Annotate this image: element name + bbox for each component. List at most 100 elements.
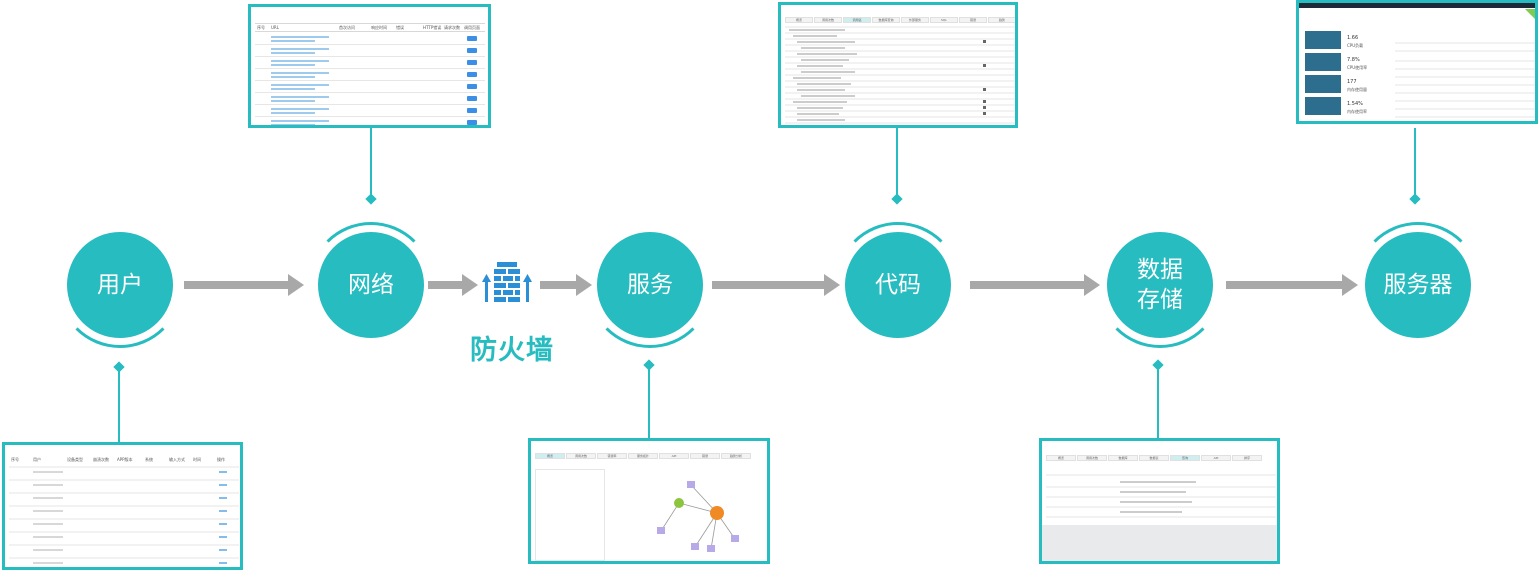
service-tab-0: 概览 <box>535 453 565 459</box>
service-connector-line <box>648 366 650 438</box>
code-tab-7: 趋势 <box>988 17 1015 23</box>
service-tab-5: 错误 <box>690 453 720 459</box>
network-col-1: URL <box>271 25 279 30</box>
network-col-6: 请求次数 <box>444 25 460 30</box>
code-tab-2: 调用链 <box>843 17 871 23</box>
node-service: 服务 <box>597 232 703 338</box>
storage-tab-5: API <box>1201 455 1231 461</box>
network-row-button <box>467 96 477 101</box>
network-col-5: HTTP错误 <box>423 25 442 30</box>
storage-tab-2: 数据库 <box>1108 455 1138 461</box>
service-tab-6: 趋势分析 <box>721 453 751 459</box>
network-col-2: 首次访问 <box>339 25 355 30</box>
code-tab-1: 调用次数 <box>814 17 842 23</box>
user-connector-line <box>118 368 120 442</box>
user-col-1: 用户 <box>33 457 41 462</box>
node-user: 用户 <box>67 232 173 338</box>
storage-tab-4: 查询 <box>1170 455 1200 461</box>
storage-screenshot: 概览 调用次数 数据库 数据表 查询 API 排序 <box>1039 438 1280 564</box>
service-detail-panel <box>535 469 605 561</box>
user-col-8: 操作 <box>217 457 225 462</box>
server-chart-1 <box>1305 53 1341 71</box>
server-metric-label-0: CPU负载 <box>1347 43 1364 48</box>
server-metric-value-3: 1.54% <box>1347 101 1363 107</box>
server-metric-value-0: 1.66 <box>1347 35 1359 41</box>
server-header-bar <box>1299 3 1535 8</box>
network-link-lines <box>271 36 329 125</box>
user-col-5: 系统 <box>145 457 153 462</box>
service-arc <box>587 222 713 348</box>
code-tab-3: 数据库查询 <box>872 17 900 23</box>
server-connector-diamond <box>1409 193 1421 205</box>
arrow-code-storage <box>970 274 1100 296</box>
service-connector-diamond <box>643 359 655 371</box>
network-row-button <box>467 108 477 113</box>
arrow-storage-server <box>1226 274 1358 296</box>
node-network: 网络 <box>318 232 424 338</box>
firewall-label: 防火墙 <box>470 335 554 366</box>
server-metric-value-2: 177 <box>1347 79 1357 85</box>
firewall-icon <box>482 262 532 302</box>
network-col-7: 调用页面 <box>464 25 480 30</box>
storage-tab-6: 排序 <box>1232 455 1262 461</box>
service-tab-1: 调用次数 <box>566 453 596 459</box>
storage-tab-0: 概览 <box>1046 455 1076 461</box>
server-arc <box>1355 222 1481 348</box>
arrow-network-firewall <box>428 274 478 296</box>
storage-tab-3: 数据表 <box>1139 455 1169 461</box>
network-row-button <box>467 60 477 65</box>
server-metric-label-3: 内存使用率 <box>1347 109 1367 114</box>
storage-connector-diamond <box>1152 359 1164 371</box>
user-table-rows <box>9 466 239 564</box>
code-tree-rows <box>785 26 1015 124</box>
storage-arc <box>1097 222 1223 348</box>
code-tab-5: SQL <box>930 17 958 23</box>
code-tab-6: 错误 <box>959 17 987 23</box>
code-arc <box>835 222 961 348</box>
server-connector-line <box>1414 128 1416 196</box>
network-col-3: 响应时间 <box>371 25 387 30</box>
user-col-3: 崩溃次数 <box>93 457 109 462</box>
user-connector-diamond <box>113 361 125 373</box>
node-storage: 数据 存储 <box>1107 232 1213 338</box>
code-tab-0: 概览 <box>785 17 813 23</box>
code-screenshot: 概览 调用次数 调用链 数据库查询 外部服务 SQL 错误 趋势 <box>778 2 1018 128</box>
arrow-user-network <box>184 274 304 296</box>
storage-empty-area <box>1042 525 1277 561</box>
server-process-table <box>1395 42 1535 118</box>
user-col-4: APP版本 <box>117 457 133 462</box>
network-row-button <box>467 48 477 53</box>
storage-connector-line <box>1157 366 1159 438</box>
server-chart-3 <box>1305 97 1341 115</box>
server-metric-label-2: 内存使用量 <box>1347 87 1367 92</box>
network-row-button <box>467 84 477 89</box>
server-metric-value-1: 7.8% <box>1347 57 1360 63</box>
server-chart-2 <box>1305 75 1341 93</box>
service-tab-2: 错误率 <box>597 453 627 459</box>
arrow-firewall-service <box>540 274 592 296</box>
code-tab-4: 外部服务 <box>901 17 929 23</box>
network-screenshot: 序号 URL 首次访问 响应时间 错误 HTTP错误 请求次数 调用页面 <box>248 4 491 128</box>
server-screenshot: 1.66 CPU负载 7.8% CPU使用率 177 内存使用量 1.54% 内… <box>1296 0 1538 124</box>
node-code: 代码 <box>845 232 951 338</box>
user-screenshot: 序号 用户 设备类型 崩溃次数 APP版本 系统 输入方式 时间 操作 <box>2 442 243 570</box>
network-row-button <box>467 36 477 41</box>
server-chart-0 <box>1305 31 1341 49</box>
network-arc <box>308 222 434 348</box>
network-col-0: 序号 <box>257 25 265 30</box>
server-corner-flag <box>1525 9 1535 19</box>
storage-query-table <box>1046 474 1276 518</box>
network-connector-diamond <box>365 193 377 205</box>
arrow-service-code <box>712 274 840 296</box>
network-connector-line <box>370 128 372 196</box>
user-col-0: 序号 <box>11 457 19 462</box>
network-row-button <box>467 120 477 125</box>
code-connector-line <box>896 128 898 196</box>
user-col-7: 时间 <box>193 457 201 462</box>
service-tab-4: API <box>659 453 689 459</box>
network-col-4: 错误 <box>396 25 404 30</box>
service-screenshot: 概览 调用次数 错误率 服务拓扑 API 错误 趋势分析 <box>528 438 770 564</box>
server-metric-label-1: CPU使用率 <box>1347 65 1368 70</box>
node-server: 服务器 <box>1365 232 1471 338</box>
user-col-6: 输入方式 <box>169 457 185 462</box>
